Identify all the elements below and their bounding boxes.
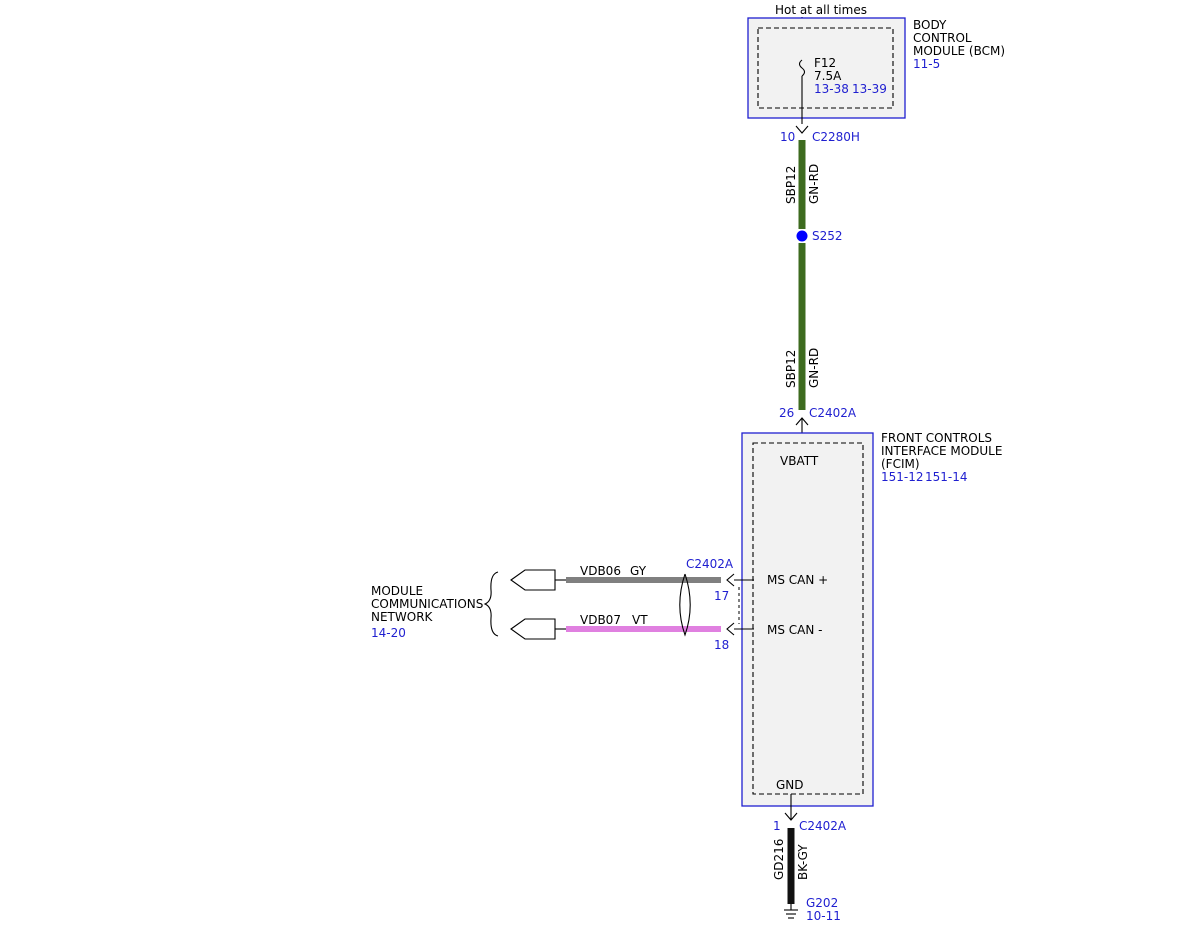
connector-c2402a-pin17-icon [726,573,735,587]
connector-c2402a-gnd-icon [784,812,798,821]
twisted-pair-icon [679,573,691,637]
connector-c2280h-icon [795,125,809,134]
c2402a-can-pin-high: 17 [714,589,729,603]
bcm-module [747,17,906,119]
fuse-ref-2[interactable]: 13-39 [852,82,887,96]
wire-vdb07-circuit: VDB07 [580,613,621,627]
power-source-label: Hot at all times [775,3,867,17]
c2402a-gnd-pin: 1 [773,819,781,833]
fcim-name-line-2: INTERFACE MODULE [881,444,1002,458]
fcim-pin-ms-can-low: MS CAN - [767,623,823,637]
ground-page-ref[interactable]: 10-11 [806,909,841,923]
network-name-line-3: NETWORK [371,610,434,624]
network-connector-high-icon [510,569,556,591]
bcm-page-ref[interactable]: 11-5 [913,57,940,71]
fuse-id: F12 [814,56,836,70]
network-name-line-2: COMMUNICATIONS [371,597,483,611]
fcim-page-ref-2[interactable]: 151-14 [925,470,968,484]
wire-sbp12-upper-color: GN-RD [807,164,821,204]
c2280h-name[interactable]: C2280H [812,130,860,144]
fuse-ref-1[interactable]: 13-38 [814,82,849,96]
fcim-module [741,432,874,807]
wire-vdb06-circuit: VDB06 [580,564,621,578]
bcm-inner-outline [757,27,894,109]
fcim-pin-ms-can-high: MS CAN + [767,573,828,587]
fcim-name-line-1: FRONT CONTROLS [881,431,992,445]
c2402a-top-pin: 26 [779,406,794,420]
network-page-ref[interactable]: 14-20 [371,626,406,640]
wire-sbp12-upper-circuit: SBP12 [784,166,798,204]
ground-id[interactable]: G202 [806,896,838,910]
fcim-pin-vbatt: VBATT [780,454,819,468]
bcm-outline [747,17,906,119]
fcim-name-line-3: (FCIM) [881,457,920,471]
wire-sbp12-lower-circuit: SBP12 [784,350,798,388]
bcm-name-line-1: BODY [913,18,947,32]
fuse-rating: 7.5A [814,69,842,83]
wire-sbp12-lower-color: GN-RD [807,348,821,388]
c2280h-pin: 10 [780,130,795,144]
fcim-inner-outline [752,442,864,795]
wire-vdb06-color: GY [630,564,647,578]
network-brace-icon [483,571,499,637]
splice-s252-icon [796,230,808,242]
bcm-name-line-2: CONTROL [913,31,972,45]
network-name-line-1: MODULE [371,584,423,598]
wire-vdb07-color: VT [632,613,648,627]
wire-gd216-color: BK-GY [796,844,810,880]
c2402a-can-name[interactable]: C2402A [686,557,734,571]
bcm-name-line-3: MODULE (BCM) [913,44,1005,58]
fuse-icon [798,59,806,77]
c2402a-top-name[interactable]: C2402A [809,406,857,420]
ground-symbol-icon [784,904,798,919]
wire-gd216-circuit: GD216 [772,839,786,880]
connector-c2402a-pin18-icon [726,622,735,636]
network-connector-low-icon [510,618,556,640]
fcim-page-ref-1[interactable]: 151-12 [881,470,924,484]
splice-id[interactable]: S252 [812,229,843,243]
c2402a-can-pin-low: 18 [714,638,729,652]
c2402a-gnd-name[interactable]: C2402A [799,819,847,833]
fcim-pin-gnd: GND [776,778,804,792]
fcim-outline [741,432,874,807]
